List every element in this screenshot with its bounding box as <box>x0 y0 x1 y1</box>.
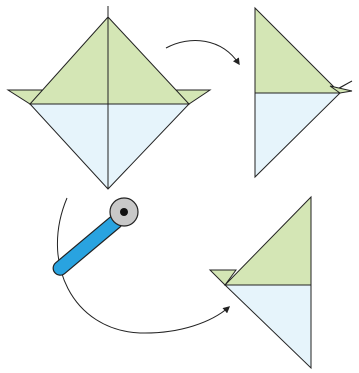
folded-paper-top-right <box>255 8 352 177</box>
rotary-cutter-icon <box>50 198 138 278</box>
left-paper-green-top <box>30 17 189 104</box>
bottom-right-blue-bottom <box>225 285 311 368</box>
arrow-to-bottom-right <box>57 198 229 333</box>
folded-paper-left <box>8 6 210 189</box>
cutter-hub <box>120 208 128 216</box>
folded-paper-bottom-right <box>210 197 311 368</box>
top-right-green-top <box>255 8 340 93</box>
arrow-to-top-right <box>166 40 239 64</box>
top-right-blue-bottom <box>255 93 340 177</box>
bottom-right-green-top <box>225 197 311 285</box>
left-paper-blue-bottom <box>30 104 189 189</box>
